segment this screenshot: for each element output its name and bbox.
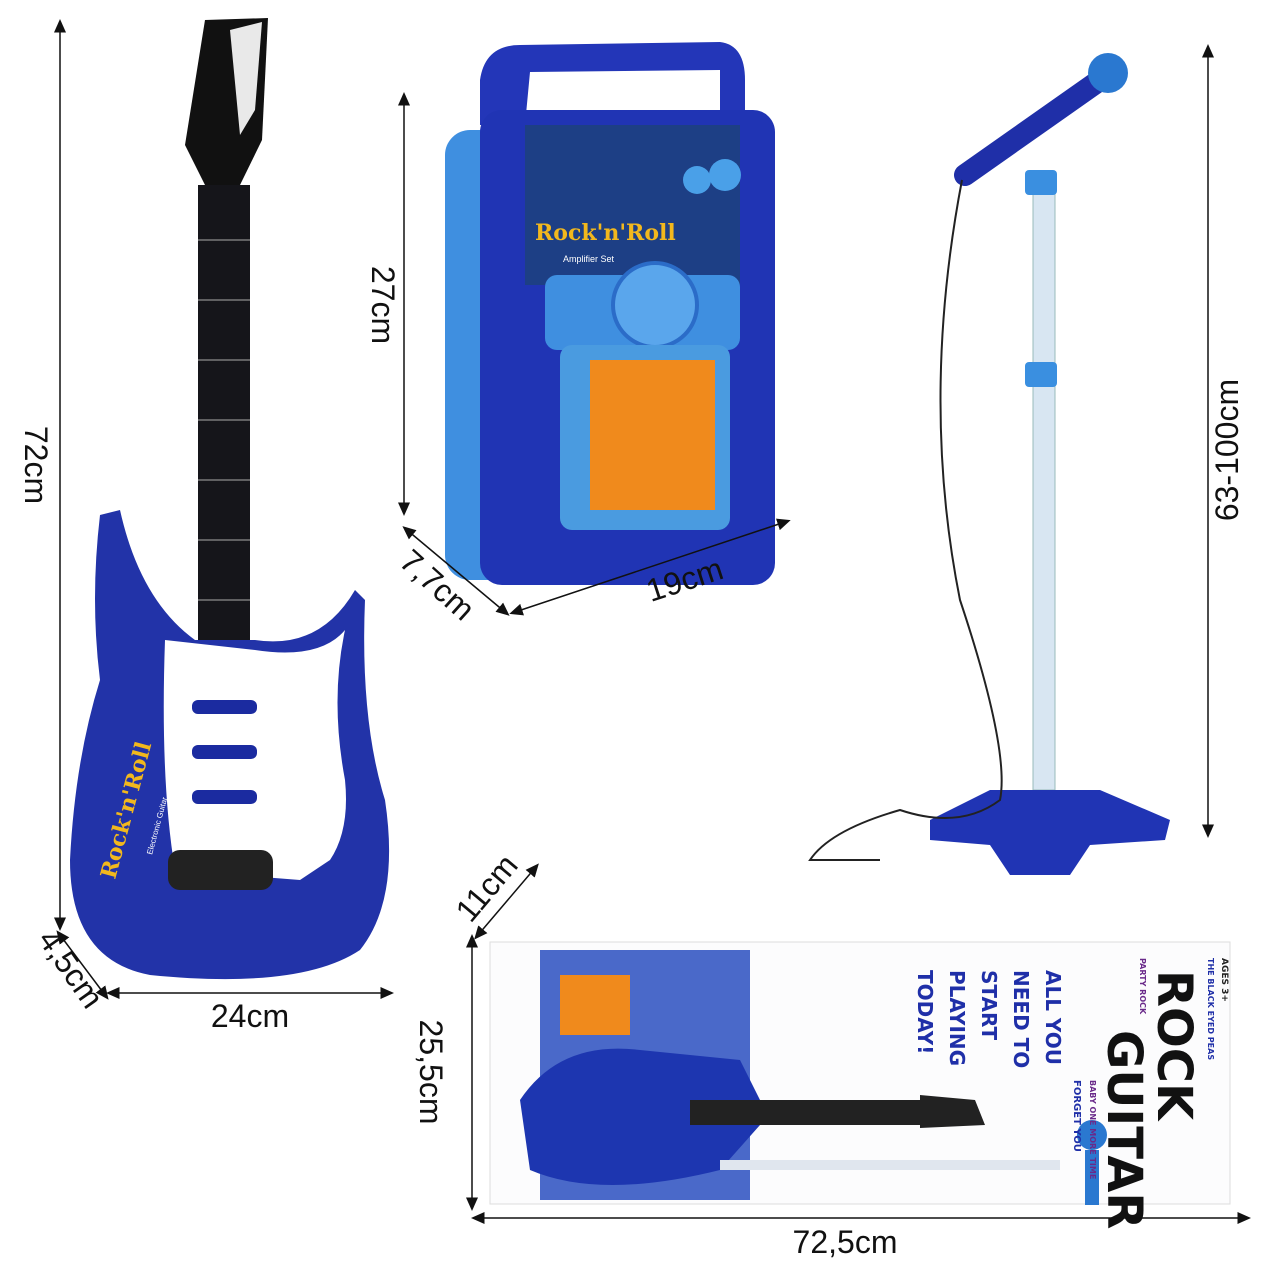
box-title-rock: ROCK — [1146, 970, 1202, 1122]
box-slogan-1: ALL YOU — [1041, 970, 1065, 1065]
box-song-2: PARTY ROCK — [1138, 958, 1147, 1015]
amp-subtitle: Amplifier Set — [563, 254, 615, 264]
box-song-3: BABY ONE MORE TIME — [1088, 1080, 1097, 1179]
amp-height-label: 27cm — [365, 266, 401, 344]
toy-microphone-stand — [808, 53, 1170, 875]
dimension-lines — [54, 19, 1251, 1224]
box-ages: AGES 3+ — [1219, 958, 1229, 1002]
amp-logo: Rock'n'Roll — [535, 220, 676, 246]
box-slogan-2: NEED TO — [1009, 970, 1033, 1068]
box-song-1: THE BLACK EYED PEAS — [1206, 958, 1215, 1060]
box-depth-label: 11cm — [448, 847, 524, 928]
box-slogan-3: START — [977, 970, 1001, 1040]
toy-guitar: Rock'n'Roll Electronic Guitar — [70, 18, 390, 980]
box-song-4: FORGET YOU — [1071, 1080, 1082, 1152]
box-height-label: 25,5cm — [413, 1020, 449, 1125]
guitar-height-label: 72cm — [18, 426, 54, 504]
box-text-group: AGES 3+ THE BLACK EYED PEAS ROCK GUITAR … — [913, 958, 1229, 1229]
product-box: AGES 3+ THE BLACK EYED PEAS ROCK GUITAR … — [489, 941, 1231, 1229]
mic-stand-height-label: 63-100cm — [1209, 379, 1245, 521]
toy-amplifier: Rock'n'Roll Amplifier Set — [445, 42, 775, 585]
guitar-width-label: 24cm — [211, 998, 289, 1034]
box-slogan-4: PLAYING — [945, 970, 969, 1066]
box-width-label: 72,5cm — [793, 1224, 898, 1260]
box-slogan-5: TODAY! — [913, 970, 937, 1054]
box-title-guitar: GUITAR — [1096, 1030, 1152, 1229]
